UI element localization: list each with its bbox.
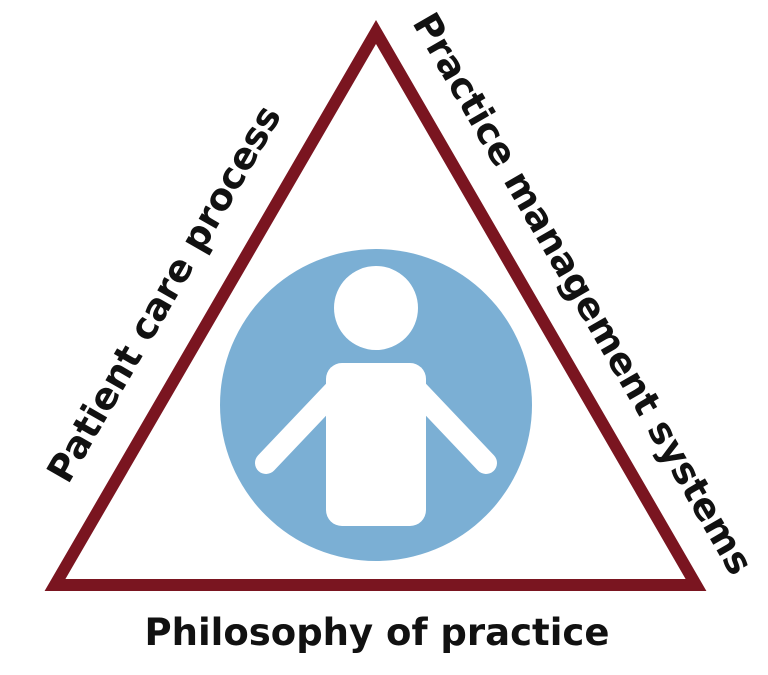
person-icon: [220, 249, 532, 561]
person-torso: [326, 363, 426, 526]
triangle-outline: [44, 20, 707, 591]
person-head: [334, 266, 418, 350]
bottom-side-label: Philosophy of practice: [145, 611, 610, 654]
